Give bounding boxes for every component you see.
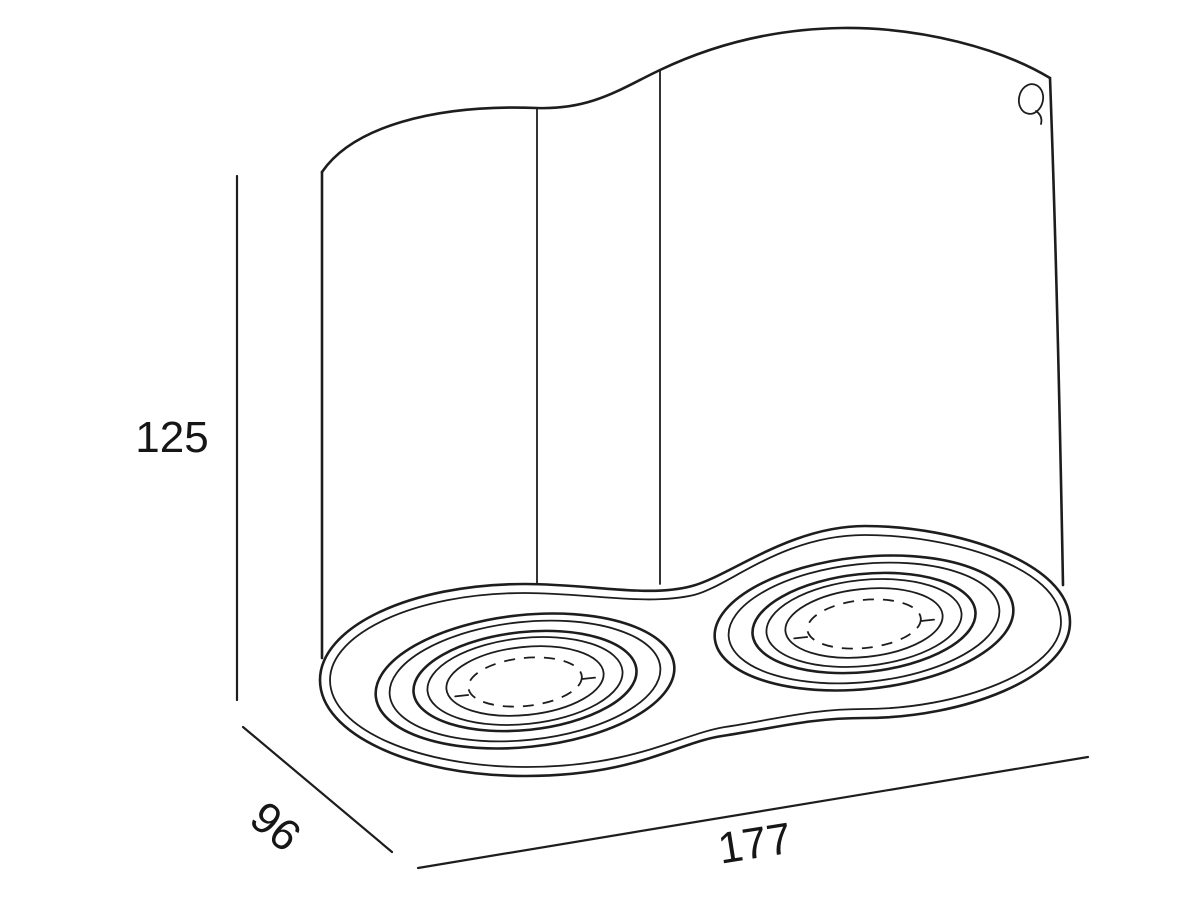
spotlight-left bbox=[374, 612, 676, 750]
fixture-body bbox=[320, 26, 1065, 660]
dimension-width-line bbox=[416, 755, 1090, 870]
body-top-wave-outline bbox=[320, 26, 1052, 174]
dimension-height-label: 125 bbox=[135, 413, 208, 462]
dimension-width-label: 177 bbox=[715, 814, 795, 874]
body-right-edge bbox=[1048, 76, 1065, 587]
left-lens bbox=[445, 645, 605, 717]
right-lens-dashed-ring bbox=[806, 598, 922, 650]
left-lens-dashed-ring bbox=[467, 656, 583, 708]
left-lens-tick-marks bbox=[454, 676, 596, 698]
dimension-depth-line bbox=[241, 725, 394, 854]
right-lens bbox=[784, 587, 944, 659]
right-lens-tick-marks bbox=[793, 618, 935, 640]
dimensions: 125 96 177 bbox=[135, 174, 1090, 874]
spotlight-right bbox=[713, 554, 1015, 692]
screw-hole-notch bbox=[1035, 110, 1043, 125]
plate-inner-outline bbox=[329, 534, 1062, 768]
screw-hole-icon bbox=[1017, 83, 1045, 115]
dimension-depth-label: 96 bbox=[241, 792, 310, 861]
